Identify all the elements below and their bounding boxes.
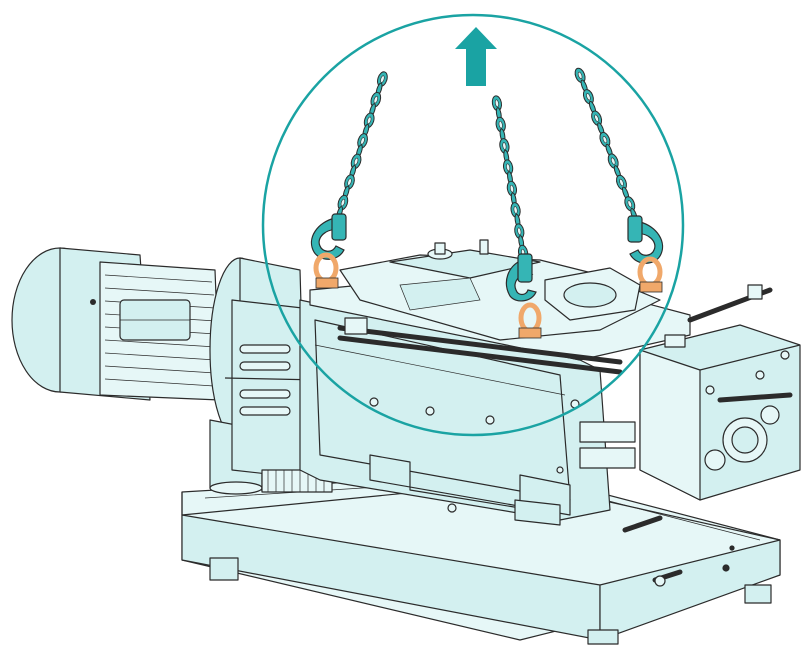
- chain-left: [336, 71, 388, 220]
- chain-link-hole: [494, 99, 499, 108]
- lifting-eye-center: [518, 302, 542, 339]
- chain-link-hole: [380, 75, 385, 83]
- arrow-up-icon: [455, 27, 497, 86]
- chain-link-hole: [594, 114, 599, 122]
- chain-link-hole: [619, 178, 624, 187]
- chain-link-hole: [509, 184, 514, 193]
- chain-link-hole: [577, 71, 583, 80]
- chain-link-hole: [373, 96, 378, 104]
- gearbox-end-cover: [622, 284, 801, 587]
- chain-link-hole: [360, 137, 365, 145]
- chain-link-hole: [586, 93, 591, 101]
- chain-link-hole: [602, 135, 608, 144]
- chain-link-hole: [506, 163, 511, 172]
- base-frame: [181, 471, 781, 645]
- chain-link-hole: [367, 116, 372, 124]
- lifting-eye-right: [637, 256, 663, 293]
- lifting-hook-left: [310, 213, 347, 260]
- chain-link-hole: [498, 120, 503, 129]
- chain-right: [574, 67, 638, 222]
- lifting-hook-right: [627, 215, 664, 264]
- pump-body: [299, 239, 691, 526]
- chain-link-hole: [347, 178, 352, 186]
- chain-link-hole: [627, 200, 633, 208]
- lifting-chains: [336, 67, 638, 261]
- chain-link-hole: [353, 157, 359, 166]
- detail-callout-circle: [261, 13, 685, 437]
- lifting-eye-left: [313, 252, 339, 289]
- chain-center: [491, 95, 529, 261]
- chain-link-hole: [340, 198, 346, 207]
- chain-link-hole: [517, 227, 522, 236]
- chain-link-hole: [513, 206, 518, 214]
- chain-link-hole: [502, 142, 507, 150]
- chain-link-hole: [610, 157, 616, 165]
- lifting-hook-center: [505, 253, 537, 302]
